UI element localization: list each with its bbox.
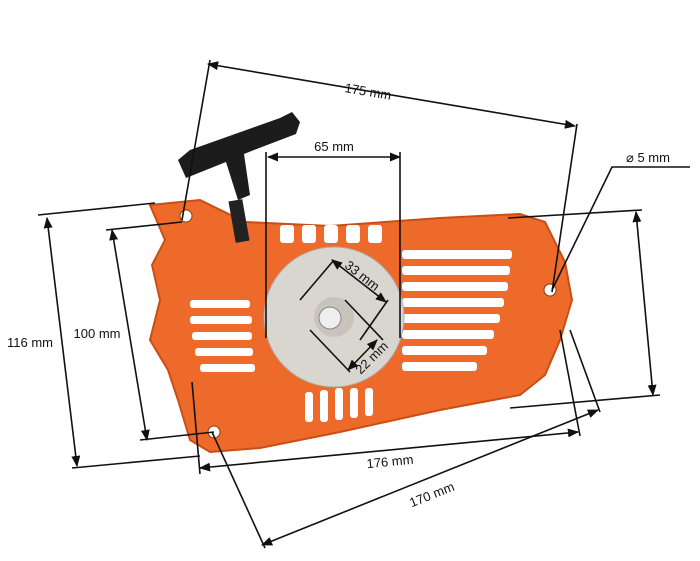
dim-label-overall-bottom: 176 mm xyxy=(366,452,414,471)
mount-hole xyxy=(179,209,193,223)
dim-label-overall-top: 175 mm xyxy=(344,80,393,103)
hub-bolt xyxy=(318,306,342,330)
dim-label-pulley-width: 65 mm xyxy=(314,139,354,154)
dim-label-hole-diameter: ⌀ 5 mm xyxy=(626,150,670,165)
dim-label-height-inner: 100 mm xyxy=(74,326,121,341)
starter-handle xyxy=(178,112,300,243)
cooling-vents xyxy=(190,225,512,422)
starter-housing xyxy=(148,198,574,454)
dimension-lines xyxy=(37,59,690,549)
dim-label-height-outer: 116 mm xyxy=(7,335,53,350)
